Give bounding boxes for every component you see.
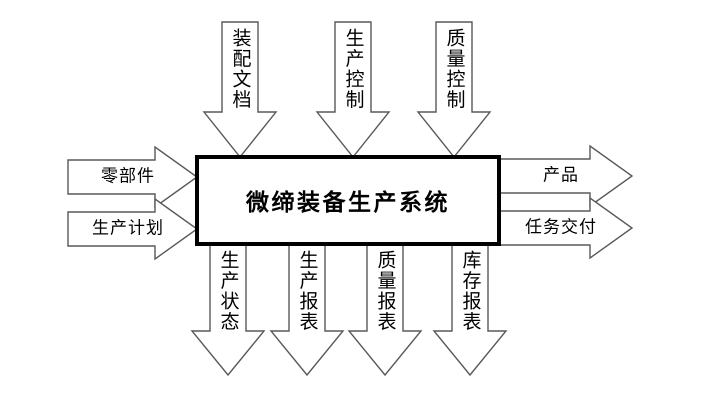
arrow-right-task-delivery[interactable] <box>498 196 634 260</box>
arrow-top-production-control[interactable] <box>315 21 391 159</box>
label-assembly-doc: 装配文档 <box>229 28 252 110</box>
left-input-arrows-group <box>67 145 199 261</box>
arrow-right-product[interactable] <box>498 144 634 208</box>
arrow-left-parts[interactable] <box>67 145 199 209</box>
right-output-arrows-group <box>498 144 634 260</box>
system-box[interactable] <box>195 155 501 246</box>
label-task-delivery: 任务交付 <box>525 217 597 238</box>
arrow-top-quality-control[interactable] <box>416 21 492 159</box>
bottom-output-arrows-group <box>190 243 508 377</box>
arrow-bottom-quality-report[interactable] <box>347 243 423 377</box>
arrow-left-production-plan[interactable] <box>67 197 199 261</box>
arrow-top-assembly-doc[interactable] <box>202 21 278 159</box>
arrow-bottom-inventory-report[interactable] <box>432 243 508 377</box>
label-inventory-report: 库存报表 <box>459 250 482 332</box>
arrow-bottom-production-report[interactable] <box>269 243 345 377</box>
label-production-status: 生产状态 <box>217 250 240 332</box>
top-input-arrows-group <box>202 21 492 159</box>
label-product: 产品 <box>543 165 579 186</box>
label-parts: 零部件 <box>101 166 155 187</box>
label-production-report: 生产报表 <box>296 250 319 332</box>
label-production-control: 生产控制 <box>342 28 365 110</box>
arrow-bottom-production-status[interactable] <box>190 243 266 377</box>
label-production-plan: 生产计划 <box>92 218 164 239</box>
system-box-label: 微缔装备生产系统 <box>246 190 450 216</box>
label-quality-report: 质量报表 <box>374 250 397 332</box>
label-quality-control: 质量控制 <box>443 28 466 110</box>
